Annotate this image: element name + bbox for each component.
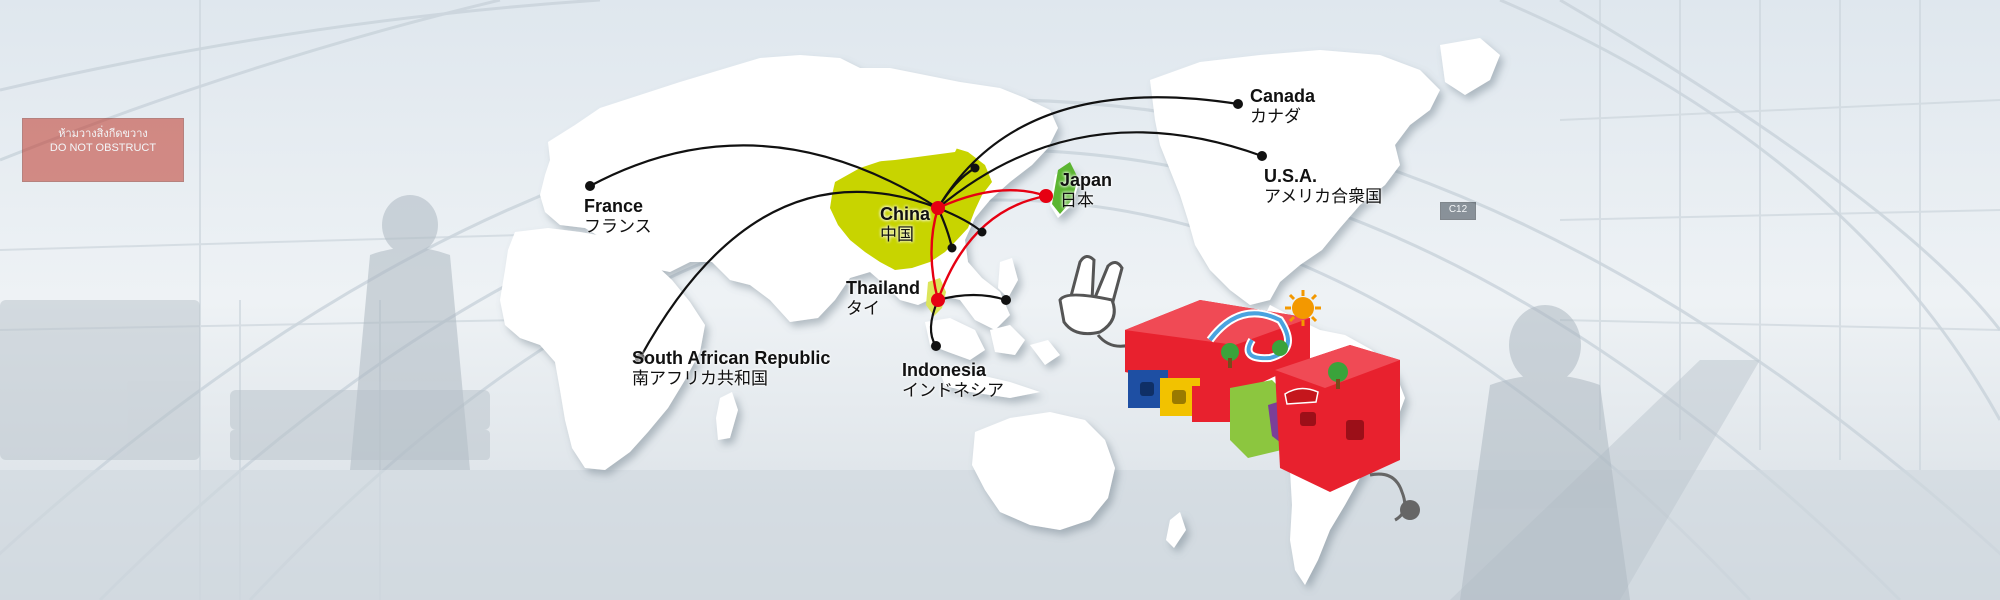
route-china-japan [937, 188, 1047, 210]
label-south-africa: South African Republic 南アフリカ共和国 [632, 348, 830, 388]
south-africa-en: South African Republic [632, 348, 831, 368]
sign-english-text: DO NOT OBSTRUCT [49, 142, 157, 155]
colorful-block-logo [1058, 255, 1420, 522]
france-ja: フランス [584, 216, 652, 236]
label-usa: U.S.A. アメリカ合衆国 [1264, 166, 1382, 206]
label-indonesia: Indonesia インドネシア [902, 360, 1004, 400]
label-china: China 中国 [880, 204, 930, 244]
china-ja: 中国 [880, 224, 914, 244]
route-canada [937, 96, 1239, 209]
label-france: France フランス [584, 196, 652, 236]
africa-landmass [500, 228, 705, 470]
north-america-landmass [1150, 50, 1440, 305]
label-canada: Canada カナダ [1250, 86, 1315, 126]
peace-hand-icon [1058, 255, 1124, 336]
label-thailand: Thailand タイ [846, 278, 920, 318]
route-france [589, 144, 939, 209]
route-lines [589, 96, 1263, 359]
indonesia-ja: インドネシア [902, 380, 1004, 400]
route-usa [937, 131, 1263, 209]
indonesia-en: Indonesia [902, 360, 987, 380]
france-en: France [584, 196, 644, 216]
thailand-ja: タイ [846, 298, 880, 318]
route-south-africa [639, 190, 939, 359]
usa-en: U.S.A. [1264, 166, 1318, 186]
canada-ja: カナダ [1250, 106, 1301, 126]
label-japan: Japan 日本 [1060, 170, 1112, 210]
thailand-en: Thailand [846, 278, 921, 298]
indonesia-islands [925, 318, 1060, 398]
city-points [585, 99, 1267, 363]
canada-en: Canada [1250, 86, 1316, 106]
route-china-thailand [930, 207, 940, 301]
tree-icon [1221, 340, 1348, 389]
australia-landmass [972, 412, 1115, 530]
sun-icon [1285, 290, 1321, 326]
japan-ja: 日本 [1060, 190, 1094, 210]
japan-region [1052, 162, 1078, 214]
gate-sign: C12 [1440, 202, 1476, 220]
china-region [830, 145, 992, 270]
no-obstruct-sign: ห้ามวางสิ่งกีดขวาง DO NOT OBSTRUCT [22, 118, 184, 182]
japan-en: Japan [1060, 170, 1113, 190]
south-africa-ja: 南アフリカ共和国 [632, 368, 768, 388]
china-en: China [880, 204, 931, 224]
sign-thai-text: ห้ามวางสิ่งกีดขวาง [58, 128, 148, 140]
mongolia-region [865, 138, 960, 162]
usa-ja: アメリカ合衆国 [1264, 186, 1383, 206]
